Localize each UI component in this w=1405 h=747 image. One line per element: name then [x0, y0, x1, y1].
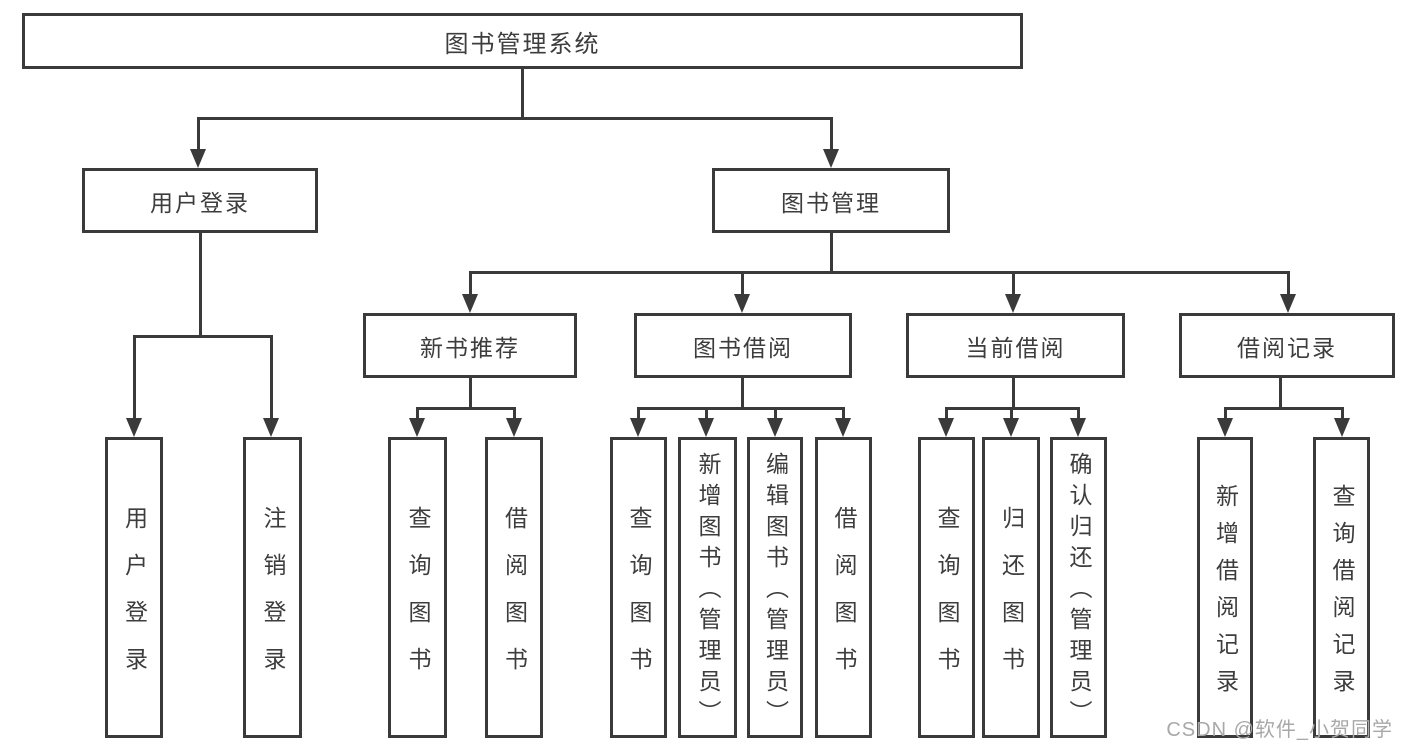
leaf-query-books-borrowing: 查询图书	[610, 437, 667, 738]
leaf-logout: 注销登录	[243, 437, 302, 738]
arrow-down-icon	[1003, 418, 1019, 437]
connector-stem-current-borrowing	[1012, 378, 1015, 410]
arrow-down-icon	[409, 418, 425, 437]
node-library-management-system: 图书管理系统	[22, 13, 1023, 69]
connector-drop-leaf-logout	[270, 335, 273, 418]
connector-drop-query-books-borrowing	[637, 407, 640, 418]
leaf-label: 确认归还（管理员）	[1066, 452, 1092, 731]
leaf-label: 查询图书	[626, 505, 652, 694]
arrow-down-icon	[823, 149, 839, 168]
leaf-query-borrow-record: 查询借阅记录	[1313, 437, 1370, 738]
leaf-edit-books-admin: 编辑图书（管理员）	[747, 437, 803, 738]
leaf-confirm-return-admin: 确认归还（管理员）	[1050, 437, 1107, 738]
node-label: 用户登录	[150, 189, 250, 216]
connector-stem-borrowing-records	[1279, 378, 1282, 410]
arrow-down-icon	[630, 418, 646, 437]
leaf-label: 借阅图书	[501, 505, 528, 694]
leaf-label: 查询图书	[405, 505, 431, 694]
leaf-label: 用户登录	[121, 505, 148, 694]
connector-drop-borrow-books-borrowing	[842, 407, 845, 418]
connector-drop-current-borrowing	[1012, 271, 1015, 294]
connector-stem-new-book-recommendation	[469, 377, 472, 410]
connector-stem-book-management	[830, 233, 833, 274]
leaf-label: 借阅图书	[831, 505, 857, 694]
node-new-book-recommendation: 新书推荐	[363, 313, 577, 378]
leaf-query-books-current: 查询图书	[918, 437, 975, 738]
leaf-label: 编辑图书（管理员）	[762, 452, 789, 731]
node-label: 借阅记录	[1237, 334, 1337, 361]
connector-drop-edit-books-admin	[774, 407, 777, 418]
arrow-down-icon	[1005, 294, 1021, 313]
node-current-borrowing: 当前借阅	[906, 313, 1125, 378]
leaf-label: 查询借阅记录	[1329, 483, 1355, 706]
node-label: 新书推荐	[420, 334, 520, 361]
node-label: 图书管理系统	[444, 30, 601, 58]
connector-drop-add-borrow-record	[1224, 407, 1227, 418]
node-borrowing-records: 借阅记录	[1179, 313, 1395, 378]
node-book-management: 图书管理	[712, 168, 950, 233]
leaf-add-books-admin: 新增图书（管理员）	[678, 437, 737, 738]
connector-drop-borrowing-records	[1287, 271, 1290, 294]
arrow-down-icon	[698, 418, 714, 437]
connector-drop-borrow-books-recommend	[513, 407, 516, 418]
connector-stem-book-borrowing	[741, 378, 744, 410]
leaf-label: 注销登录	[260, 505, 286, 694]
node-user-login: 用户登录	[82, 168, 318, 233]
leaf-label: 新增借阅记录	[1212, 483, 1239, 706]
leaf-label: 查询图书	[934, 505, 960, 694]
connector-drop-confirm-return-admin	[1077, 407, 1080, 418]
node-label: 图书管理	[781, 189, 881, 216]
leaf-label: 归还图书	[998, 505, 1025, 694]
connector-drop-query-books-current	[945, 407, 948, 418]
connector-drop-return-books	[1010, 407, 1013, 418]
watermark-text: CSDN @软件_小贺同学	[1166, 719, 1393, 741]
leaf-query-books-recommend: 查询图书	[388, 437, 447, 738]
connector-drop-book-borrowing	[741, 271, 744, 294]
connector-stem-user-login	[199, 232, 202, 338]
connector-drop-query-borrow-record	[1341, 407, 1344, 418]
connector-drop-new-book-recommendation	[469, 271, 472, 294]
node-book-borrowing: 图书借阅	[634, 313, 852, 378]
leaf-borrow-books-recommend: 借阅图书	[485, 437, 543, 738]
arrow-down-icon	[1334, 418, 1350, 437]
arrow-down-icon	[1070, 418, 1086, 437]
arrow-down-icon	[263, 418, 279, 437]
connector-drop-leaf-user-login	[133, 335, 136, 418]
arrow-down-icon	[767, 418, 783, 437]
leaf-borrow-books-borrowing: 借阅图书	[815, 437, 872, 738]
leaf-return-books: 归还图书	[982, 437, 1040, 738]
node-label: 当前借阅	[965, 334, 1066, 361]
arrow-down-icon	[1217, 418, 1233, 437]
arrow-down-icon	[506, 418, 522, 437]
arrow-down-icon	[462, 294, 478, 313]
arrow-down-icon	[126, 418, 142, 437]
connector-bus-new-book-recommendation	[416, 407, 516, 410]
leaf-add-borrow-record: 新增借阅记录	[1197, 437, 1253, 738]
connector-bus-borrowing-records	[1224, 407, 1343, 410]
arrow-down-icon	[190, 149, 206, 168]
arrow-down-icon	[1280, 294, 1296, 313]
arrow-down-icon	[734, 294, 750, 313]
connector-drop-book-management	[830, 117, 833, 149]
connector-drop-add-books-admin	[705, 407, 708, 418]
leaf-user-login: 用户登录	[105, 437, 163, 738]
node-label: 图书借阅	[693, 334, 793, 361]
connector-bus-book-borrowing	[637, 407, 845, 410]
connector-bus-level2	[197, 117, 833, 120]
connector-bus-user-login	[133, 335, 273, 338]
connector-drop-user-login	[197, 117, 200, 149]
leaf-label: 新增图书（管理员）	[695, 452, 721, 731]
arrow-down-icon	[835, 418, 851, 437]
connector-bus-level3	[469, 271, 1290, 274]
connector-stem-root	[521, 69, 524, 120]
arrow-down-icon	[938, 418, 954, 437]
connector-drop-query-books-recommend	[416, 407, 419, 418]
